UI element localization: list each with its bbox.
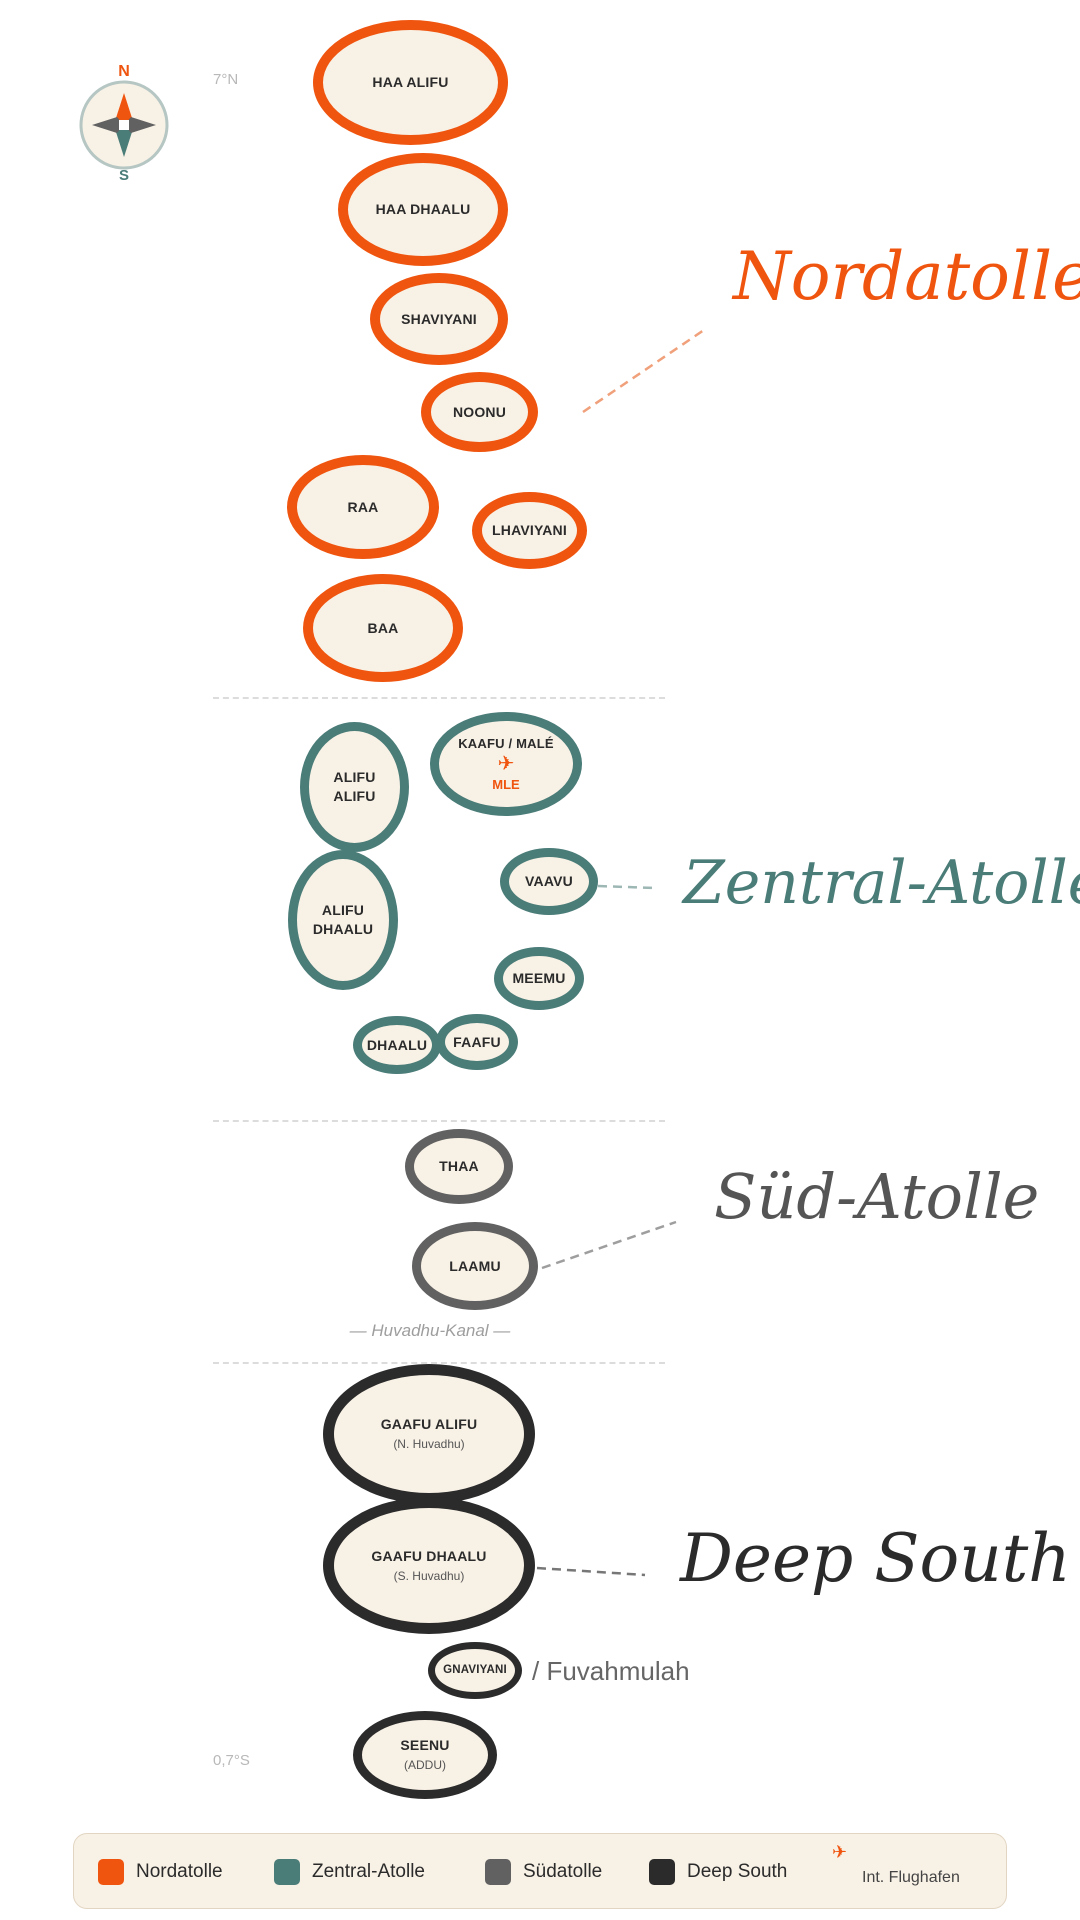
atoll-label: MEEMU (512, 970, 566, 986)
atoll-haa-dhaalu[interactable]: HAA DHAALU (338, 153, 508, 266)
compass-south-label: S (118, 167, 129, 184)
legend-item-south: Südatolle (485, 1834, 602, 1910)
legend: Nordatolle Zentral-Atolle Südatolle Deep… (73, 1833, 1007, 1909)
atoll-shaviyani[interactable]: SHAVIYANI (370, 273, 508, 365)
atoll-dhaalu[interactable]: DHAALU (353, 1016, 441, 1074)
atoll-sublabel: (S. Huvadhu) (393, 1568, 465, 1583)
atoll-alifu-alifu[interactable]: ALIFU ALIFU (300, 722, 409, 852)
legend-swatch-deep (649, 1859, 675, 1885)
region-divider (213, 697, 665, 699)
atoll-label: GAAFU DHAALU (371, 1547, 487, 1564)
atoll-label: GAAFU ALIFU (380, 1416, 478, 1432)
airplane-icon: ✈ (832, 1842, 848, 1862)
atoll-thaa[interactable]: THAA (405, 1129, 513, 1204)
atoll-label: HAA ALIFU (372, 74, 449, 90)
atoll-meemu[interactable]: MEEMU (494, 947, 584, 1010)
atoll-label: RAA (347, 498, 379, 515)
atoll-label: LHAVIYANI (492, 522, 567, 538)
atoll-alifu-dhaalu[interactable]: ALIFU DHAALU (288, 850, 398, 990)
atoll-gnaviyani[interactable]: GNAVIYANI (428, 1642, 522, 1699)
atoll-label: HAA DHAALU (375, 201, 471, 217)
atoll-label: SHAVIYANI (401, 310, 477, 327)
fuvahmulah-label: / Fuvahmulah (532, 1656, 690, 1686)
atoll-label: BAA (367, 619, 399, 636)
region-title-central: Zentral-Atolle (683, 848, 1080, 918)
atoll-gaafu-dhaalu[interactable]: GAAFU DHAALU (S. Huvadhu) (323, 1497, 535, 1634)
atoll-haa-alifu[interactable]: HAA ALIFU (313, 20, 508, 145)
atoll-label: ALIFU (333, 788, 376, 804)
atoll-label: KAAFU / MALÉ (458, 735, 554, 751)
legend-label: Int. Flughafen (862, 1869, 960, 1886)
atoll-gaafu-alifu[interactable]: GAAFU ALIFU (N. Huvadhu) (323, 1364, 535, 1504)
compass: N S (72, 63, 182, 185)
legend-label: Nordatolle (136, 1861, 223, 1882)
atoll-kaafu-male[interactable]: KAAFU / MALÉ ✈ MLE (430, 712, 582, 816)
atoll-seenu[interactable]: SEENU (ADDU) (353, 1711, 497, 1799)
atoll-baa[interactable]: BAA (303, 574, 463, 682)
region-title-north: Nordatolle (733, 238, 1080, 315)
legend-item-central: Zentral-Atolle (274, 1834, 425, 1910)
atoll-lhaviyani[interactable]: LHAVIYANI (472, 492, 587, 569)
channel-label: — Huvadhu-Kanal — (349, 1321, 511, 1340)
airplane-icon: ✈ (497, 752, 515, 775)
legend-item-north: Nordatolle (98, 1834, 223, 1910)
atoll-label: NOONU (452, 403, 507, 420)
atoll-label: FAAFU (453, 1033, 501, 1050)
atoll-label: DHAALU (312, 921, 374, 937)
legend-swatch-south (485, 1859, 511, 1885)
latitude-south-label: 0,7°S (213, 1752, 250, 1769)
legend-item-airport: ✈ Int. Flughafen (832, 1840, 982, 1904)
legend-item-deep: Deep South (649, 1834, 787, 1910)
atoll-faafu[interactable]: FAAFU (436, 1014, 518, 1070)
atoll-label: ALIFU (333, 769, 376, 785)
atoll-label: LAAMU (449, 1257, 501, 1274)
legend-label: Südatolle (523, 1861, 603, 1882)
compass-rose-icon (79, 80, 169, 170)
atoll-sublabel: (ADDU) (404, 1758, 446, 1772)
legend-label: Deep South (687, 1861, 788, 1882)
region-divider (213, 1120, 665, 1122)
atoll-label: VAAVU (525, 873, 573, 889)
atoll-raa[interactable]: RAA (287, 455, 439, 559)
atoll-sublabel: (N. Huvadhu) (393, 1437, 465, 1451)
atoll-label: GNAVIYANI (443, 1664, 507, 1676)
atoll-label: THAA (439, 1158, 479, 1174)
region-divider (213, 1362, 665, 1364)
latitude-north-label: 7°N (213, 71, 239, 88)
airport-code: MLE (492, 776, 520, 792)
atoll-vaavu[interactable]: VAAVU (500, 848, 598, 915)
atoll-label: ALIFU (321, 902, 365, 918)
legend-swatch-central (274, 1859, 300, 1885)
atoll-label: DHAALU (366, 1036, 428, 1053)
region-title-deep: Deep South (680, 1520, 1071, 1597)
legend-swatch-north (98, 1859, 124, 1885)
legend-label: Zentral-Atolle (312, 1861, 425, 1882)
atoll-laamu[interactable]: LAAMU (412, 1222, 538, 1310)
region-title-south: Süd-Atolle (714, 1160, 1040, 1233)
atoll-label: SEENU (400, 1737, 450, 1753)
atoll-noonu[interactable]: NOONU (421, 372, 538, 452)
compass-north-label: N (118, 63, 130, 80)
